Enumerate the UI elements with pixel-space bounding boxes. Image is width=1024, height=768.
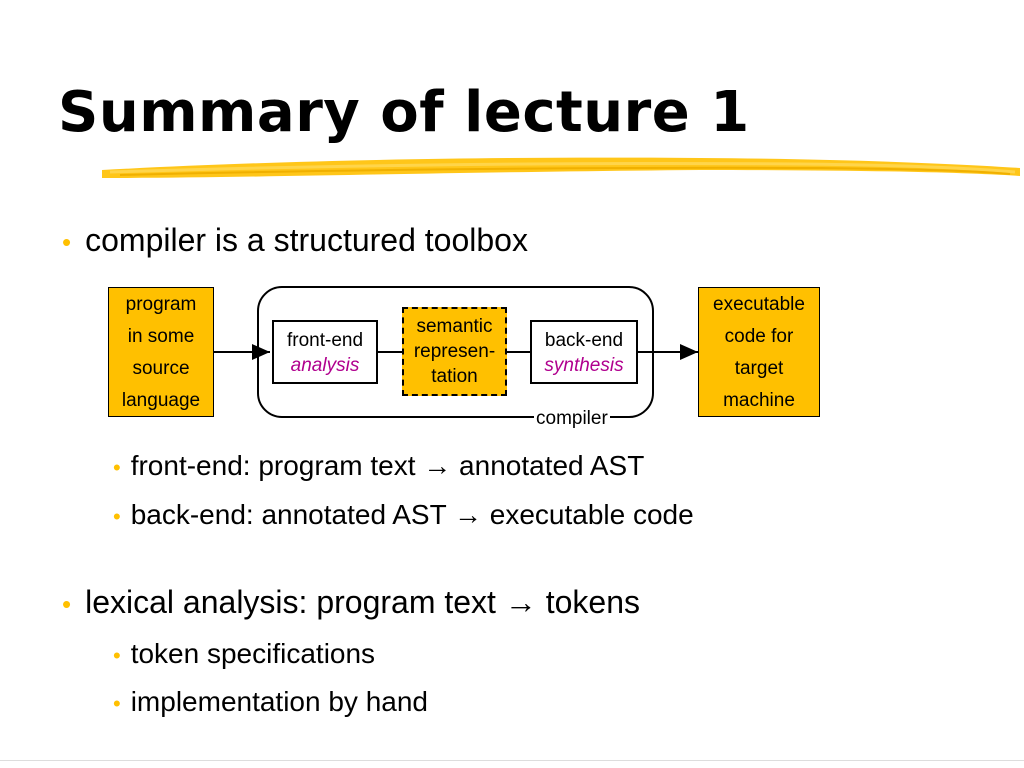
sub-bullet-text: implementation by hand xyxy=(130,686,428,717)
sub-bullet-item: • implementation by hand xyxy=(113,686,428,718)
bullet-dot-icon: • xyxy=(62,589,72,619)
bullet-dot-icon: • xyxy=(113,504,121,529)
sub-bullet-text: front-end: program text → annotated AST xyxy=(130,450,645,481)
target-line: executable xyxy=(713,294,805,315)
backend-synthesis-label: synthesis xyxy=(544,355,624,376)
target-line: machine xyxy=(723,390,795,411)
target-line: target xyxy=(734,358,784,379)
frontend-label: front-end xyxy=(286,330,364,351)
slide-bottom-divider xyxy=(0,760,1024,761)
semantic-line: represen- xyxy=(413,341,496,362)
backend-box: back-end synthesis xyxy=(530,320,638,384)
bullet-dot-icon: • xyxy=(62,227,72,257)
sub-bullet-text: back-end: annotated AST → executable cod… xyxy=(130,499,694,530)
sub-bullet-text: token specifications xyxy=(130,638,376,669)
source-line: program xyxy=(125,294,197,315)
bullet-text: compiler is a structured toolbox xyxy=(85,222,528,258)
bullet-text: lexical analysis: program text → tokens xyxy=(85,584,640,620)
source-line: language xyxy=(121,390,201,411)
sub-bullet-item: • back-end: annotated AST → executable c… xyxy=(113,499,694,531)
bullet-dot-icon: • xyxy=(113,643,121,668)
slide-title: Summary of lecture 1 xyxy=(58,80,750,145)
semantic-line: tation xyxy=(431,366,478,387)
semantic-representation-box: semantic represen- tation xyxy=(402,307,507,396)
title-underline-brush xyxy=(102,157,1020,178)
sub-bullet-item: • token specifications xyxy=(113,638,375,670)
bullet-dot-icon: • xyxy=(113,691,121,716)
frontend-box: front-end analysis xyxy=(272,320,378,384)
source-line: in some xyxy=(127,326,195,347)
bullet-item: • compiler is a structured toolbox xyxy=(62,222,528,259)
sub-bullet-item: • front-end: program text → annotated AS… xyxy=(113,450,644,482)
backend-label: back-end xyxy=(544,330,624,351)
source-line: source xyxy=(132,358,190,379)
compiler-label: compiler xyxy=(534,408,610,430)
target-line: code for xyxy=(724,326,794,347)
target-code-box: executable code for target machine xyxy=(698,287,820,417)
bullet-item: • lexical analysis: program text → token… xyxy=(62,584,640,621)
semantic-line: semantic xyxy=(416,316,493,337)
source-program-box: program in some source language xyxy=(108,287,214,417)
bullet-dot-icon: • xyxy=(113,455,121,480)
frontend-analysis-label: analysis xyxy=(290,355,360,376)
